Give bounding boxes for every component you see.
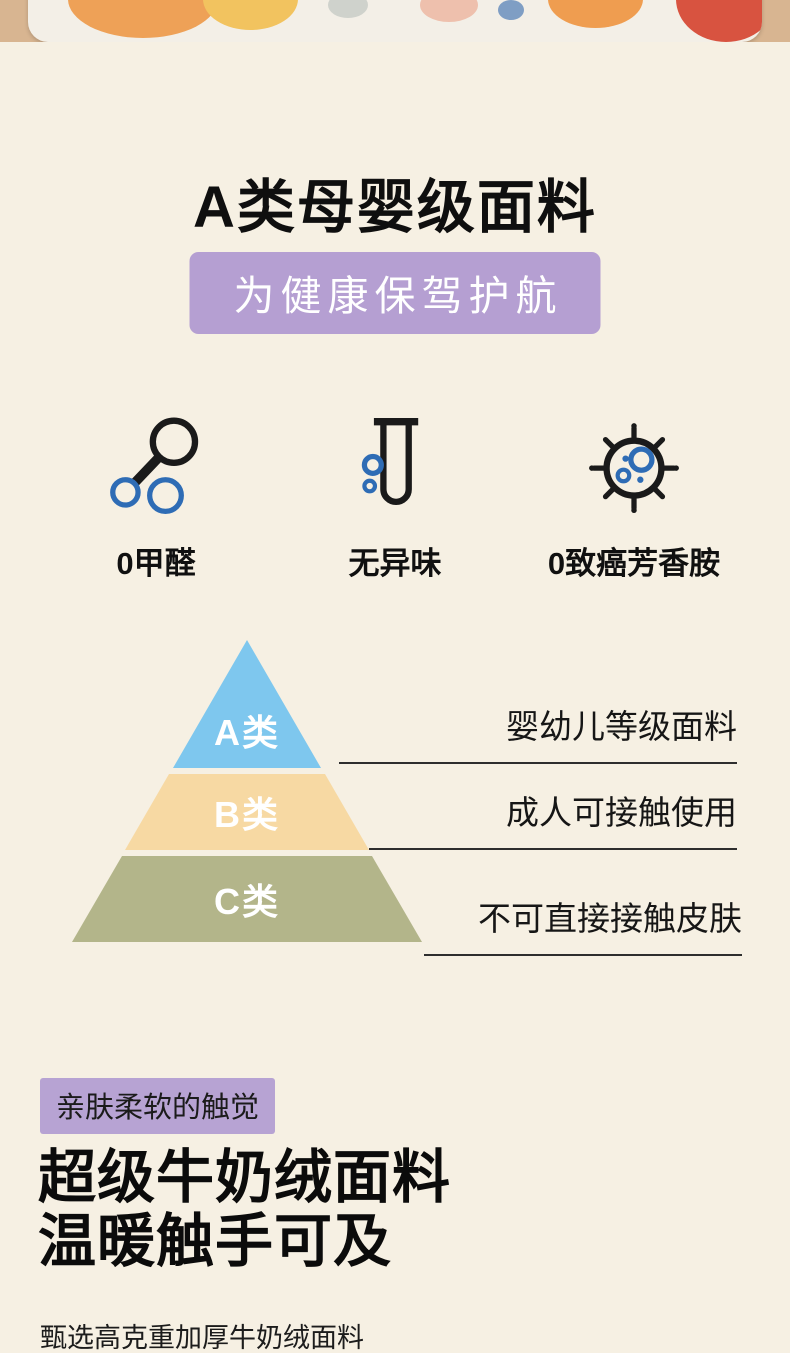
pyramid-level-label: B类 — [214, 794, 280, 835]
feature-label: 0甲醛 — [116, 546, 196, 581]
soft-section-subtitle: 甄选高克重加厚牛奶绒面料 — [40, 1323, 364, 1353]
pyramid-level-label: A类 — [214, 712, 280, 753]
feature-label: 无异味 — [348, 546, 442, 581]
pyramid-level-b: B类 — [125, 774, 369, 850]
virus-icon — [589, 423, 679, 514]
grade-a-description: 婴幼儿等级面料 — [339, 700, 737, 764]
test-tube-icon — [361, 418, 419, 505]
photo-blob — [498, 0, 524, 20]
product-photo-strip — [0, 0, 790, 42]
grade-c-description: 不可直接接触皮肤 — [424, 892, 742, 956]
play-mat-photo — [28, 0, 762, 42]
section-subtitle-badge: 为健康保驾护航 — [189, 252, 601, 334]
photo-blob — [203, 0, 298, 30]
photo-blob — [548, 0, 643, 28]
feature-formaldehyde: 0甲醛 — [40, 408, 272, 583]
pyramid-level-c: C类 — [72, 856, 422, 942]
molecule-icon — [110, 417, 199, 514]
soft-title-line2: 温暖触手可及 — [38, 1208, 393, 1274]
photo-blob — [420, 0, 478, 22]
feature-no-aromatic-amine: 0致癌芳香胺 — [518, 408, 750, 583]
soft-touch-badge: 亲肤柔软的触觉 — [40, 1078, 276, 1134]
feature-row: 0甲醛 无异味 — [40, 408, 750, 583]
feature-no-odor: 无异味 — [279, 408, 511, 583]
soft-section-title: 超级牛奶绒面料 温暖触手可及 — [38, 1146, 451, 1274]
photo-blob — [328, 0, 368, 18]
photo-blob — [676, 0, 762, 42]
grade-b-description: 成人可接触使用 — [369, 786, 737, 850]
fabric-grade-pyramid: A类 B类 C类 — [72, 640, 422, 942]
feature-label: 0致癌芳香胺 — [547, 546, 721, 581]
soft-title-line1: 超级牛奶绒面料 — [38, 1145, 452, 1210]
section-title: A类母婴级面料 — [193, 175, 597, 240]
pyramid-level-label: C类 — [214, 881, 280, 922]
photo-blob — [68, 0, 218, 38]
